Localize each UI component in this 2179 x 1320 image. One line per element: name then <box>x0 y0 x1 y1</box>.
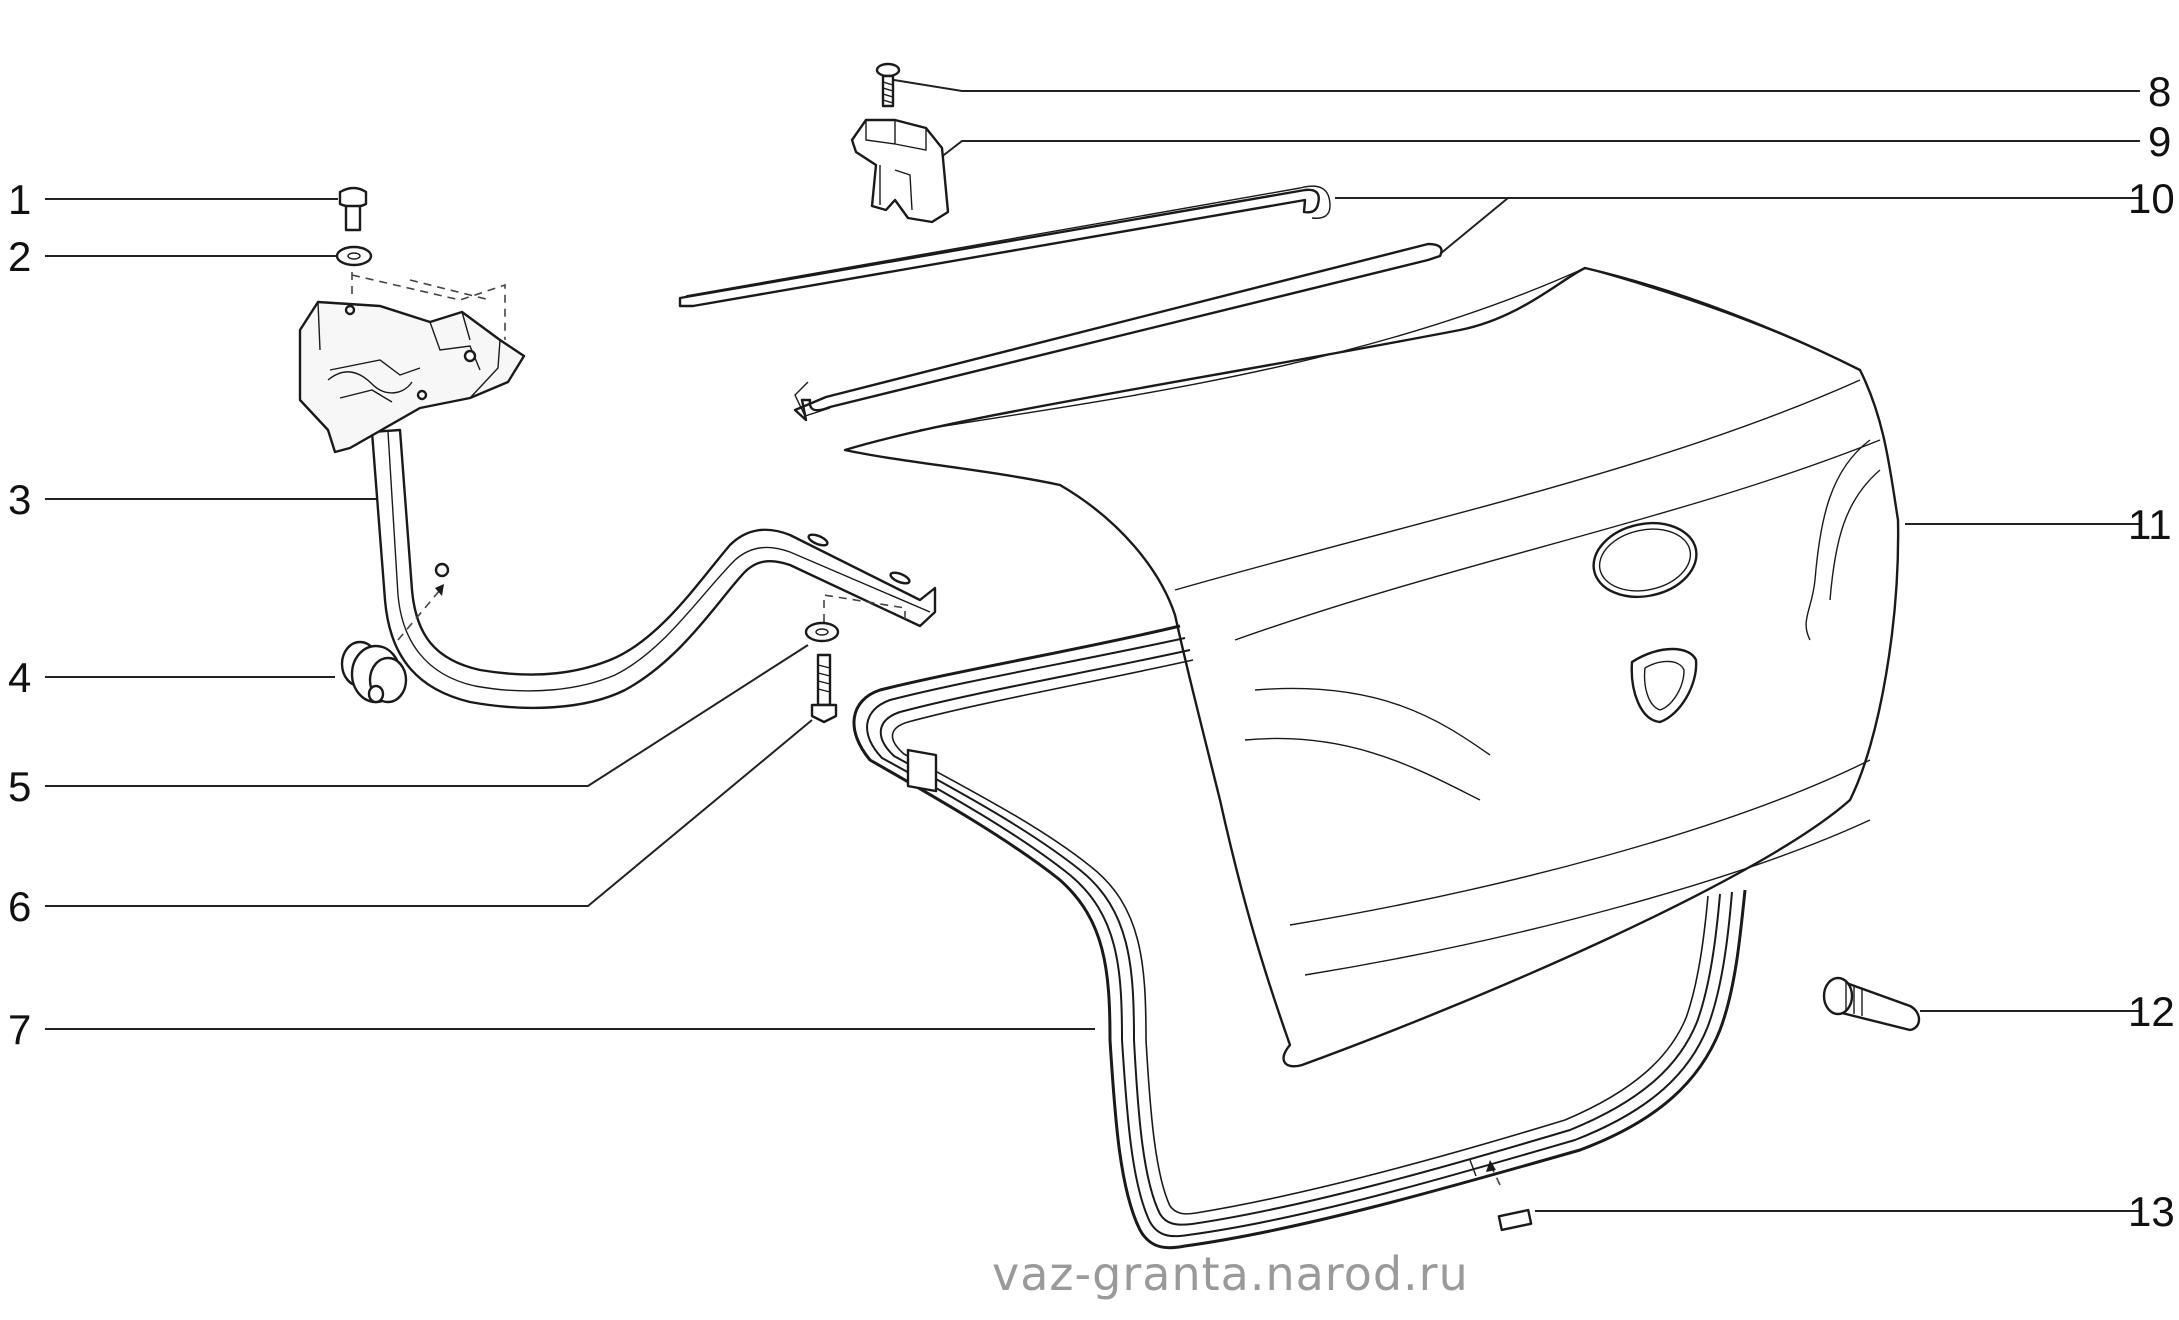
callout-labels: 1 2 3 4 5 6 7 8 9 10 11 12 13 <box>8 68 2175 1235</box>
screw-8-thread <box>882 81 894 104</box>
hinge-arm-slot-2 <box>889 571 911 585</box>
seal-part-7 <box>852 624 1747 1250</box>
hinge-arm-end <box>906 748 938 793</box>
trunk-lid-crease-4 <box>1244 737 1481 801</box>
leader-9 <box>939 140 2140 159</box>
callout-6: 6 <box>8 883 31 930</box>
hinge-bracket <box>298 300 526 454</box>
bump-stop-part-12 <box>1822 976 1921 1032</box>
lock-shield <box>1630 647 1698 724</box>
arrow-bushing-4 <box>435 584 444 596</box>
torsion-rod-lower <box>793 242 1443 422</box>
trunk-lid-right-contour-2 <box>1829 469 1881 601</box>
callout-11: 11 <box>2128 501 2172 548</box>
torsion-rods <box>678 185 1443 422</box>
bushing-part-4 <box>340 640 408 704</box>
callout-1: 1 <box>8 176 31 223</box>
bolt-6-thread <box>817 664 831 693</box>
hinge-arm-part-3 <box>370 428 938 793</box>
emblem-oval <box>1592 521 1698 599</box>
hinge-arm-hole <box>434 562 450 578</box>
pin-13-body <box>1497 1208 1533 1232</box>
seal-joint <box>1469 1159 1477 1177</box>
bolt-6-head <box>810 703 838 724</box>
hinge-bracket-slot <box>327 371 413 394</box>
trunk-lid-crease-1 <box>1174 379 1861 591</box>
callout-13: 13 <box>2128 1188 2175 1235</box>
trunk-lid-part-11 <box>843 266 1900 1068</box>
seal-inner <box>879 649 1721 1226</box>
pin-part-13 <box>1497 1208 1533 1232</box>
callout-3: 3 <box>8 476 31 523</box>
washer-2-outer <box>335 245 373 267</box>
hinge-bracket-hole-1 <box>344 304 356 316</box>
hinge-bracket-base <box>298 300 526 454</box>
watermark-text: vaz-granta.narod.ru <box>992 1247 1469 1301</box>
bump-stop-12-body <box>1836 978 1921 1032</box>
washer-5-inner <box>815 628 829 636</box>
washer-part-2 <box>335 245 373 267</box>
callout-9: 9 <box>2148 118 2171 165</box>
trunk-lid-lower-line-2 <box>1304 819 1871 976</box>
callout-2: 2 <box>8 233 31 280</box>
torsion-rod-lower-hook <box>794 381 831 417</box>
callout-7: 7 <box>8 1006 31 1053</box>
rod-bracket-part-9 <box>850 118 950 224</box>
guide-pin-13 <box>1491 1167 1501 1186</box>
callout-5: 5 <box>8 763 31 810</box>
washer-2-inner <box>347 252 361 260</box>
trunk-lid-crease-3 <box>1254 687 1491 756</box>
torsion-rod-upper-edge <box>685 185 1331 297</box>
seal-outer <box>852 624 1747 1250</box>
callout-4: 4 <box>8 654 31 701</box>
bolt-part-6 <box>810 653 838 724</box>
hinge-bracket-hole-3 <box>463 349 477 363</box>
callout-10: 10 <box>2128 175 2175 222</box>
leader-8 <box>893 79 2140 92</box>
lock-shield-inner <box>1643 660 1685 711</box>
leader-6 <box>45 719 813 907</box>
emblem-oval-inner <box>1598 528 1692 592</box>
trunk-lid-lower-line-1 <box>1289 759 1871 926</box>
bolt-1-shank <box>344 204 362 232</box>
bracket-9-detail <box>865 120 927 211</box>
seal-inner-2 <box>891 659 1709 1215</box>
washer-5-outer <box>804 621 840 643</box>
arrow-pin-13 <box>1486 1160 1496 1172</box>
bolt-part-1 <box>338 186 368 232</box>
trunk-lid-right-contour <box>1805 439 1871 641</box>
guide-bushing-4 <box>397 589 441 641</box>
hinge-arm-inner <box>387 431 931 692</box>
hinge-arm-outer <box>370 428 937 710</box>
hinge-bracket-hole-2 <box>416 389 428 401</box>
leader-lines <box>45 79 2140 1212</box>
leader-5 <box>45 644 809 787</box>
trunk-lid-crease-2 <box>1234 439 1881 641</box>
bump-stop-12-ribs <box>1845 982 1863 1016</box>
bump-stop-12-base <box>1822 976 1854 1016</box>
callout-12: 12 <box>2128 988 2175 1035</box>
hinge-arm-slot-1 <box>807 533 829 547</box>
bolt-1-head <box>338 186 368 209</box>
seal-mid <box>866 637 1733 1238</box>
callout-8: 8 <box>2148 68 2171 115</box>
trunk-lid-top-edge <box>919 267 1861 431</box>
leader-10b <box>1439 197 1509 255</box>
hinge-bracket-detail-1 <box>317 301 421 403</box>
bushing-4-hole <box>367 684 385 704</box>
washer-part-5 <box>804 621 840 643</box>
torsion-rod-upper <box>678 188 1320 308</box>
guide-bolt-6 <box>823 594 906 625</box>
bolt-6-shank <box>816 653 832 707</box>
screw-8-head <box>875 62 901 78</box>
trunk-lid-outer <box>843 266 1900 1068</box>
screw-part-8 <box>875 62 901 108</box>
